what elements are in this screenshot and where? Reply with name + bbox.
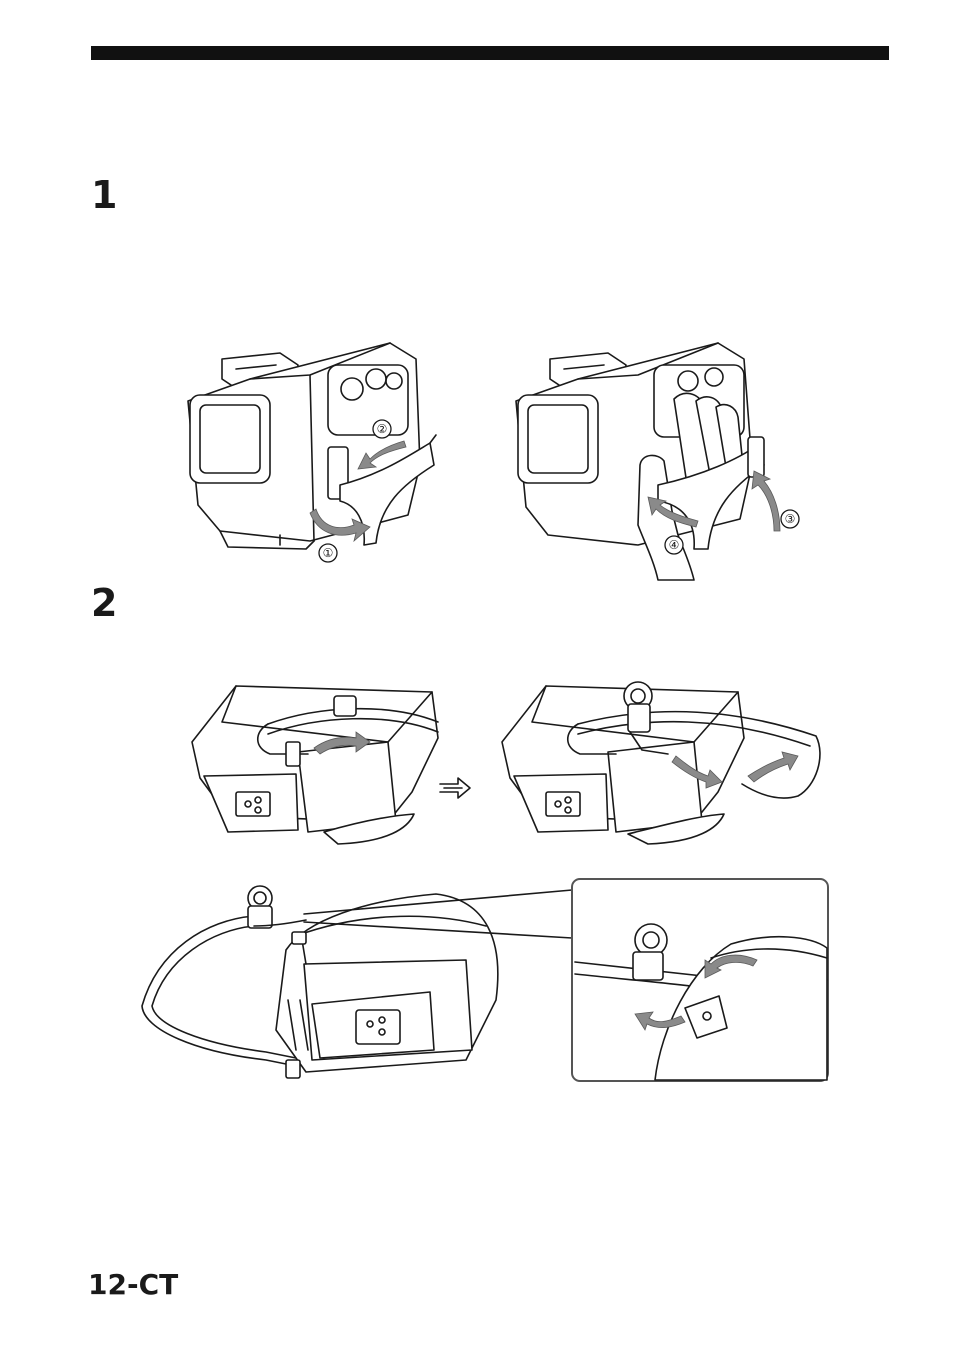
header-rule — [91, 46, 889, 60]
zoom-leader-lines — [300, 878, 580, 948]
step1-housing-illustration-left: ② ① — [180, 335, 440, 575]
step1-housing-illustration-right: ③ ④ — [508, 335, 808, 580]
step2-strap-illustration-left — [188, 682, 450, 848]
step-2-number: 2 — [91, 584, 117, 622]
callout-4: ④ — [669, 538, 680, 552]
step-1-number: 1 — [91, 176, 117, 214]
next-step-arrow-icon — [438, 776, 472, 800]
zoom-inset-detail — [571, 878, 829, 1082]
callout-2: ② — [377, 422, 388, 436]
callout-3: ③ — [785, 512, 796, 526]
page-number: 12-CT — [88, 1271, 178, 1299]
callout-1: ① — [323, 546, 334, 560]
step2-strap-illustration-right — [498, 676, 828, 852]
